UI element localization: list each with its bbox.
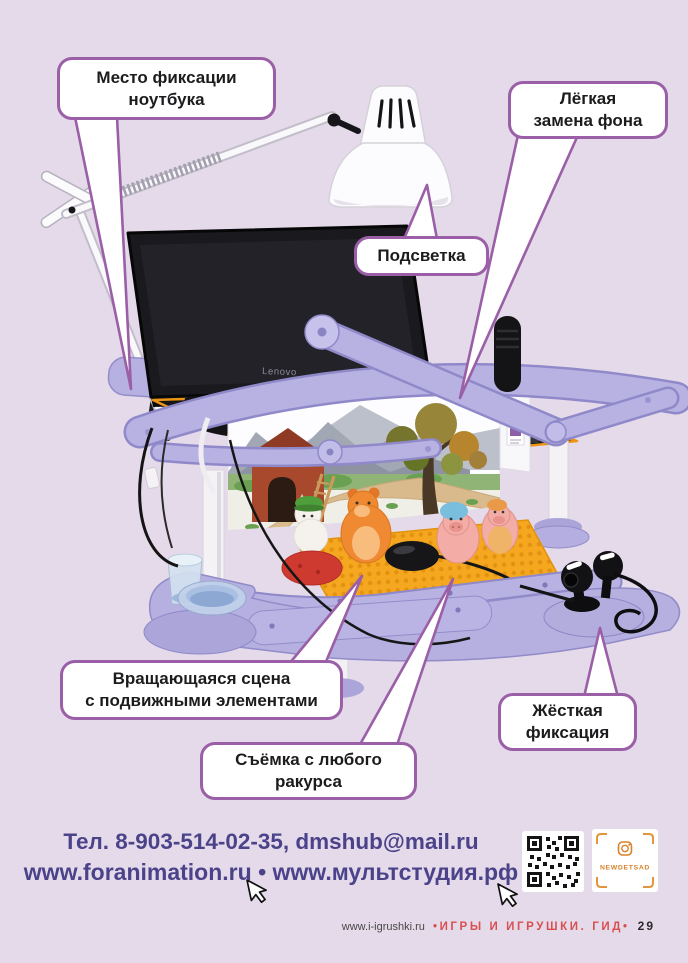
water-cups <box>167 553 247 616</box>
qr-code <box>522 831 584 892</box>
instagram-icon <box>617 841 633 856</box>
callout-pointers <box>73 115 620 750</box>
callout-any-angle: Съёмка с любого ракурса <box>200 742 417 800</box>
laptop-brand-logo: Lenovo <box>262 366 297 378</box>
footer-page-number: 29 <box>637 919 655 933</box>
microphone <box>494 316 521 392</box>
callout-laptop-mount: Место фиксации ноутбука <box>57 57 276 120</box>
websites-line[interactable]: www.foranimation.ru • www.мультстудия.рф <box>23 859 519 885</box>
callout-rigid-fixation: Жёсткая фиксация <box>498 693 637 751</box>
cables <box>138 417 575 646</box>
instagram-tag: NEWDETSAD <box>592 829 658 892</box>
cursor-icon <box>497 883 518 908</box>
callout-backlight: Подсветка <box>354 236 489 276</box>
contact-block: Тел. 8-903-514-02-35, dmshub@mail.ru www… <box>12 829 530 886</box>
webcams <box>561 551 658 634</box>
callout-rotating-stage: Вращающаяся сцена с подвижными элементам… <box>60 660 343 720</box>
page-footer: www.i-igrushki.ru •ИГРЫ И ИГРУШКИ. ГИД• … <box>342 919 655 933</box>
pointer-laptop-mount <box>73 115 133 391</box>
cursor-icon <box>246 879 267 904</box>
toy-pig <box>481 499 519 554</box>
instagram-handle: NEWDETSAD <box>600 865 650 872</box>
footer-site: www.i-igrushki.ru <box>341 921 425 933</box>
lamp-vents <box>377 98 416 129</box>
phone-email-line: Тел. 8-903-514-02-35, dmshub@mail.ru <box>63 829 479 854</box>
toy-hamster <box>340 487 392 564</box>
toy-pig-blue-hair <box>436 502 480 564</box>
top-tier-frame <box>123 314 688 468</box>
callout-background-change: Лёгкая замена фона <box>508 81 668 139</box>
footer-magazine-title: •ИГРЫ И ИГРУШКИ. ГИД• <box>432 921 630 933</box>
